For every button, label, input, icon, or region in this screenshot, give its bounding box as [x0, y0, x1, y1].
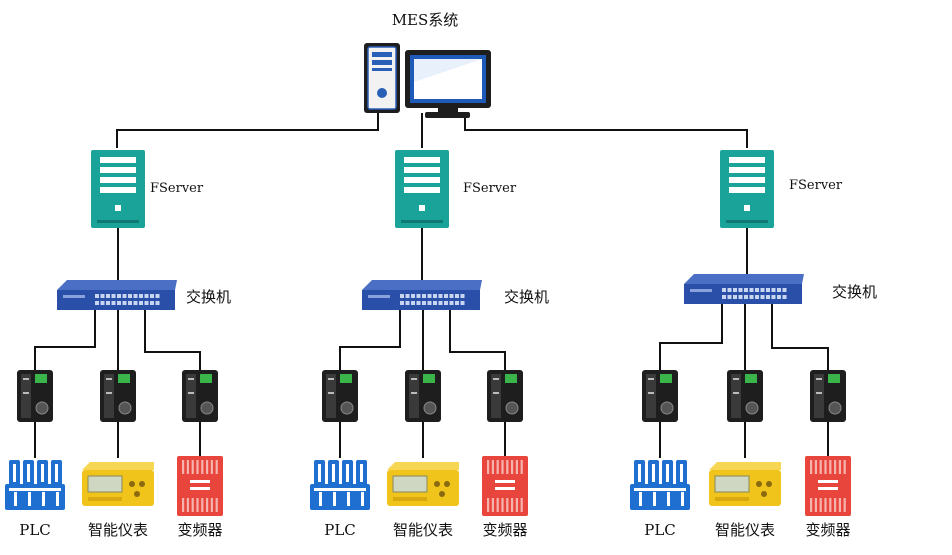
inverter-icon: [805, 456, 851, 516]
switch-gateway-link: [659, 304, 723, 372]
gateway-module-icon: [810, 370, 846, 422]
device-label: 智能仪表: [715, 521, 775, 539]
server-tower-icon: [395, 150, 449, 228]
device-label: PLC: [19, 521, 51, 539]
server-tower-icon: [720, 150, 774, 228]
mes-system-label: MES系统: [392, 11, 459, 29]
device-label: 智能仪表: [393, 521, 453, 539]
device-label: PLC: [324, 521, 356, 539]
gateway-module-icon: [100, 370, 136, 422]
device-label: 变频器: [805, 521, 850, 539]
switch-gateway-link: [771, 304, 829, 372]
gateway-module-icon: [182, 370, 218, 422]
plc-icon: [630, 460, 690, 510]
network-branch-1: FServer 交换机 PLC 智能仪表 变频器: [5, 150, 231, 539]
network-switch-icon: [57, 280, 177, 310]
switch-gateway-link: [449, 310, 506, 372]
gateway-module-icon: [727, 370, 763, 422]
device-label: 变频器: [177, 521, 222, 539]
switch-gateway-link: [34, 310, 96, 372]
plc-icon: [310, 460, 370, 510]
device-label: 智能仪表: [88, 521, 148, 539]
mes-link-right: [464, 118, 748, 148]
network-branch-2: FServer 交换机 PLC 智能仪表 变频器: [310, 150, 549, 539]
network-switch-icon: [362, 280, 482, 310]
gateway-module-icon: [642, 370, 678, 422]
switch-label: 交换机: [832, 283, 877, 301]
gateway-module-icon: [405, 370, 441, 422]
device-label: 变频器: [482, 521, 527, 539]
gateway-module-icon: [17, 370, 53, 422]
switch-label: 交换机: [504, 288, 549, 306]
network-branch-3: FServer 交换机 PLC 智能仪表 变频器: [630, 150, 877, 539]
server-label: FServer: [789, 178, 843, 193]
smart-meter-icon: [82, 462, 154, 506]
smart-meter-icon: [387, 462, 459, 506]
switch-label: 交换机: [186, 288, 231, 306]
mes-computer-icon: [364, 43, 491, 118]
inverter-icon: [482, 456, 528, 516]
switch-gateway-link: [339, 310, 401, 372]
smart-meter-icon: [709, 462, 781, 506]
device-label: PLC: [644, 521, 676, 539]
mes-link-left: [116, 113, 379, 148]
server-label: FServer: [150, 181, 204, 196]
server-tower-icon: [91, 150, 145, 228]
gateway-module-icon: [322, 370, 358, 422]
server-label: FServer: [463, 181, 517, 196]
inverter-icon: [177, 456, 223, 516]
switch-gateway-link: [144, 310, 201, 372]
gateway-module-icon: [487, 370, 523, 422]
network-switch-icon: [684, 274, 804, 304]
plc-icon: [5, 460, 65, 510]
